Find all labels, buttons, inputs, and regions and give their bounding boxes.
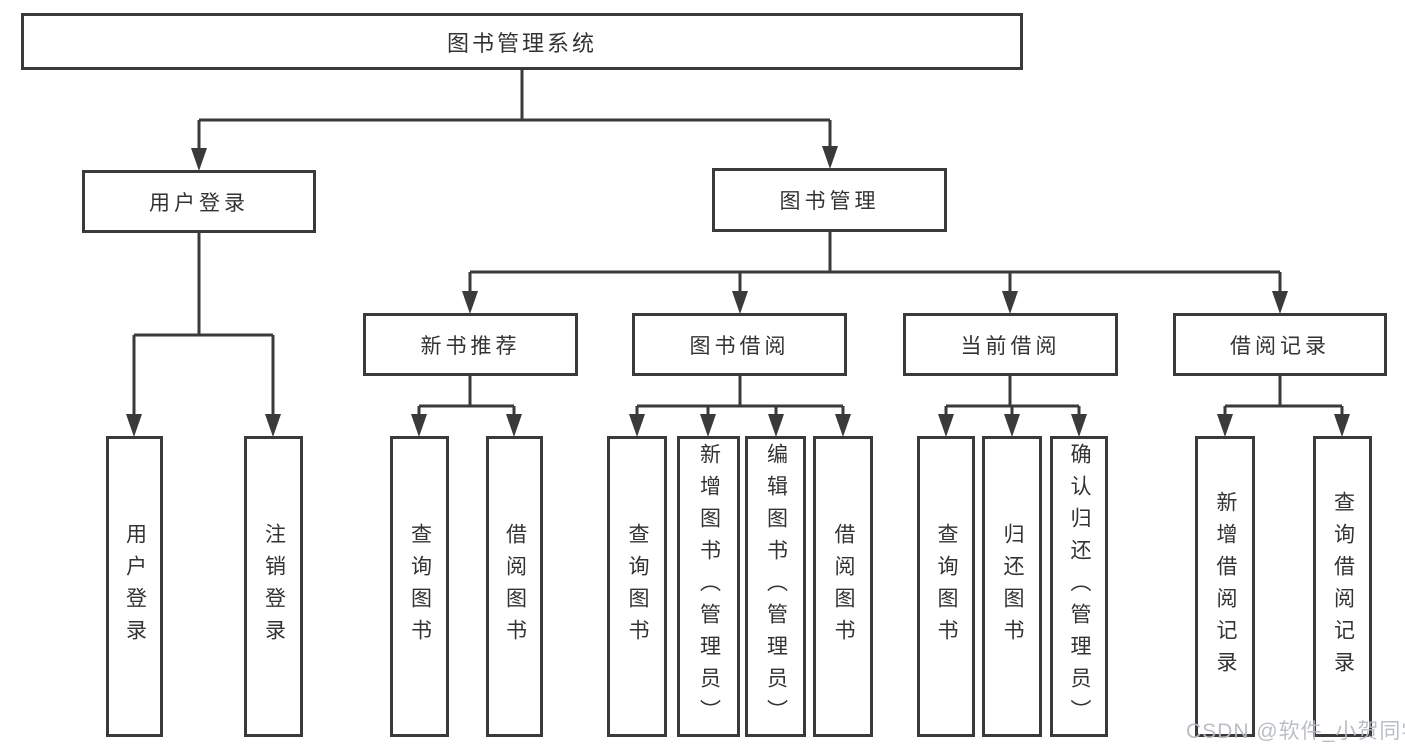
node-label: 图书借阅 [689,334,790,358]
node-label: 用户登录 [123,522,147,651]
node-label: 新书推荐 [420,334,521,358]
node-label: 查询借阅记录 [1331,490,1355,683]
node-label: 新增借阅记录 [1214,490,1237,683]
node-book-borrow: 图书借阅 [632,313,847,376]
node-label: 借阅图书 [832,522,855,651]
node-label: 当前借阅 [960,334,1061,358]
node-borrow-records: 借阅记录 [1173,313,1387,376]
node-label: 图书管理 [779,190,880,213]
leaf-user-login: 用户登录 [106,436,163,737]
leaf-borrow-add-books-admin: 新增图书（管理员） [677,436,740,737]
leaf-borrow-edit-books-admin: 编辑图书（管理员） [745,436,806,737]
leaf-current-confirm-return-admin: 确认归还（管理员） [1050,436,1108,737]
node-current-borrow: 当前借阅 [903,313,1118,376]
node-user-login: 用户登录 [82,170,316,233]
watermark: CSDN @软件_小贺同学 [1186,720,1405,743]
leaf-current-return-books: 归还图书 [982,436,1042,737]
node-label: 借阅图书 [503,522,527,651]
node-label: 新增图书（管理员） [697,442,721,731]
node-root-library-system: 图书管理系统 [21,13,1023,70]
leaf-records-query-record: 查询借阅记录 [1313,436,1372,737]
node-label: 用户登录 [149,191,249,215]
node-label: 归还图书 [1001,522,1024,651]
leaf-borrow-borrow-books: 借阅图书 [813,436,873,737]
node-label: 查询图书 [626,522,649,651]
node-label: 借阅记录 [1230,334,1330,358]
leaf-borrow-query-books: 查询图书 [607,436,667,737]
leaf-logout: 注销登录 [244,436,303,737]
leaf-current-query-books: 查询图书 [917,436,975,737]
node-label: 查询图书 [408,522,432,651]
leaf-newbook-query-books: 查询图书 [390,436,449,737]
leaf-records-add-record: 新增借阅记录 [1195,436,1255,737]
node-label: 确认归还（管理员） [1068,442,1091,731]
node-new-book-recommend: 新书推荐 [363,313,578,376]
node-label: 注销登录 [262,522,286,651]
node-label: 编辑图书（管理员） [764,442,788,731]
leaf-newbook-borrow-books: 借阅图书 [486,436,543,737]
node-book-management: 图书管理 [712,168,947,232]
node-label: 查询图书 [935,522,958,651]
node-label: 图书管理系统 [446,30,597,56]
